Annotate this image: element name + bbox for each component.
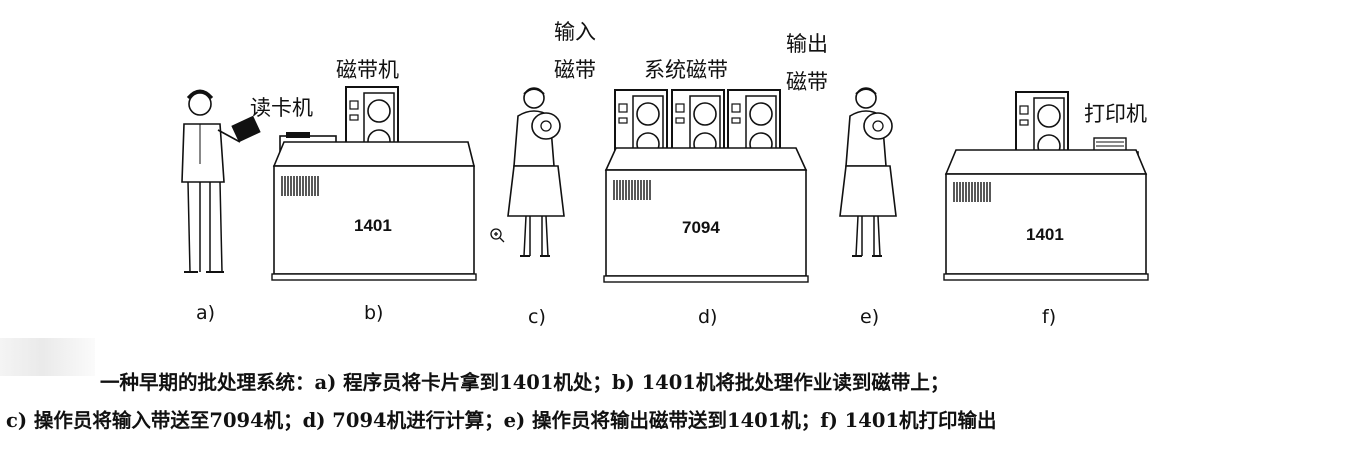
operator-output bbox=[839, 87, 897, 257]
operator-input bbox=[507, 87, 565, 257]
sublabel-c: c) bbox=[528, 306, 546, 328]
batch-system-illustration: 1401 7094 1401 bbox=[181, 86, 1149, 283]
label-input-tape-2: 磁带 bbox=[554, 58, 596, 82]
sublabel-b: b) bbox=[364, 302, 384, 324]
sublabel-e: e) bbox=[860, 306, 880, 328]
zoom-cursor-icon bbox=[490, 228, 505, 243]
label-output-tape-2: 磁带 bbox=[786, 70, 828, 94]
ibm-1401-left bbox=[271, 86, 477, 281]
sublabel-a: a) bbox=[196, 302, 216, 324]
label-output-tape-1: 输出 bbox=[786, 32, 828, 56]
caption-line-1: 一种早期的批处理系统：a) 程序员将卡片拿到1401机处；b) 1401机将批处… bbox=[100, 371, 950, 394]
sublabel-d: d) bbox=[698, 306, 718, 328]
caption-line-2: c) 操作员将输入带送至7094机；d) 7094机进行计算；e) 操作员将输出… bbox=[6, 409, 997, 432]
ibm-7094 bbox=[603, 89, 809, 283]
label-input-tape-1: 输入 bbox=[554, 20, 596, 44]
label-system-tape: 系统磁带 bbox=[644, 58, 728, 82]
label-card-reader: 读卡机 bbox=[250, 96, 313, 120]
figure-number-smudge bbox=[0, 338, 95, 376]
machine-label-7094: 7094 bbox=[682, 218, 720, 237]
sublabel-f: f) bbox=[1042, 306, 1057, 328]
machine-label-1401-left: 1401 bbox=[354, 216, 392, 235]
machine-label-1401-right: 1401 bbox=[1026, 225, 1064, 244]
ibm-1401-right bbox=[943, 91, 1149, 281]
label-tape-drive: 磁带机 bbox=[336, 58, 399, 82]
programmer-figure bbox=[181, 89, 261, 273]
label-printer: 打印机 bbox=[1084, 102, 1147, 126]
